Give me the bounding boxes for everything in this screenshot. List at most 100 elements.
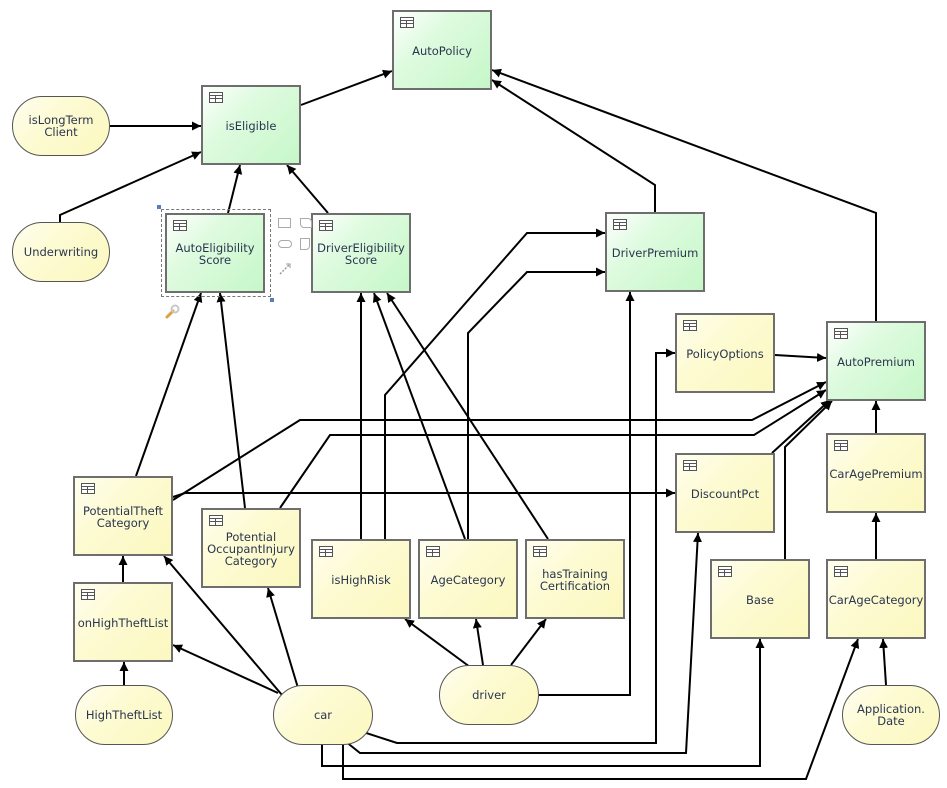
decision-node-driverpremium[interactable]: DriverPremium [605,212,705,292]
decision-node-ishighrisk[interactable]: isHighRisk [311,539,411,619]
node-label: Potential OccupantInjury Category [207,530,295,568]
decision-table-icon [533,546,547,557]
edge-car-to-base[interactable] [321,639,765,767]
edge-potentialtheftcategory-to-autopremium[interactable] [172,381,827,501]
edge-driverpremium-to-autopolicy[interactable] [491,79,656,212]
decision-node-potentialoccupantinjurycategory[interactable]: Potential OccupantInjury Category [201,508,301,588]
decision-node-potentialtheftcategory[interactable]: PotentialTheft Category [73,476,173,556]
connect-tool-icon[interactable] [278,262,292,276]
edge-agecategory-to-driverpremium[interactable] [467,267,605,539]
resize-handle-top-left[interactable] [157,205,161,209]
node-label: Underwriting [23,245,99,259]
decision-table-icon [173,220,187,231]
edge-iseligible-to-autopolicy[interactable] [300,69,393,106]
wrench-icon[interactable] [164,304,180,320]
add-decision-tool-icon[interactable] [278,218,291,228]
node-label: isHighRisk [331,573,391,587]
edge-potentialtheftcategory-to-autoeligibilityscore[interactable] [135,292,203,477]
decision-node-caragecategory[interactable]: CarAgeCategory [826,559,926,639]
edge-driver-to-hastrainingcertification[interactable] [510,618,547,666]
edge-driver-to-ishighrisk[interactable] [404,618,471,668]
node-label: CarAgePremium [829,467,923,481]
node-label: DiscountPct [690,487,760,501]
decision-table-icon [683,320,697,331]
edge-driver-to-agecategory[interactable] [472,618,484,666]
node-label: car [313,708,333,722]
node-label: AutoPolicy [412,44,472,58]
decision-node-discountpct[interactable]: DiscountPct [675,453,775,533]
input-node-car[interactable]: car [273,685,373,745]
decision-table-icon [209,515,223,526]
decision-node-agecategory[interactable]: AgeCategory [418,539,518,619]
decision-table-icon [718,566,732,577]
input-node-applicationdate[interactable]: Application. Date [842,685,940,745]
input-node-underwriting[interactable]: Underwriting [12,222,110,282]
add-knowledge-tool-icon[interactable] [300,218,312,228]
node-label: CarAgeCategory [828,593,924,607]
input-node-islongtermclient[interactable]: isLongTerm Client [12,96,110,156]
edge-car-to-caragecategory[interactable] [342,638,860,780]
decision-table-icon [834,566,848,577]
edge-underwriting-to-iseligible[interactable] [59,151,202,222]
decision-node-autopremium[interactable]: AutoPremium [826,321,926,401]
edge-driver-to-driverpremium[interactable] [539,292,635,696]
node-label: PotentialTheft Category [82,504,164,530]
edge-discountpct-to-autopremium[interactable] [771,399,831,454]
edge-car-to-onhightheftlist[interactable] [172,644,279,694]
resize-handle-bottom-right[interactable] [270,298,274,302]
edge-car-to-potentialoccupantinjurycategory[interactable] [266,587,299,689]
decision-table-icon [683,460,697,471]
edge-potentialoccupantinjurycategory-to-autoeligibilityscore[interactable] [216,292,246,509]
node-label: isLongTerm Client [28,113,94,139]
node-label: HighTheftList [85,708,163,722]
decision-node-base[interactable]: Base [710,559,810,639]
decision-node-drivereligibilityscore[interactable]: DriverEligibility Score [311,213,411,293]
node-label: hasTraining Certification [539,567,611,593]
decision-table-icon [834,440,848,451]
decision-node-onhightheftlist[interactable]: onHighTheftList [73,582,173,662]
edge-car-to-policyoptions[interactable] [359,348,675,744]
edge-base-to-autopremium[interactable] [784,400,833,559]
decision-node-caragepremium[interactable]: CarAgePremium [826,433,926,513]
edge-autoeligibilityscore-to-iseligible[interactable] [227,164,243,214]
node-label: DriverPremium [611,246,699,260]
decision-node-policyoptions[interactable]: PolicyOptions [675,313,775,393]
node-label: PolicyOptions [686,347,764,361]
input-node-driver[interactable]: driver [439,665,539,725]
decision-node-autoeligibilityscore[interactable]: AutoEligibility Score [165,213,265,293]
edge-applicationdate-to-caragecategory[interactable] [879,638,889,686]
node-label: driver [472,688,506,702]
add-annotation-tool-icon[interactable] [300,238,310,250]
selection-box [161,209,271,297]
input-node-hightheftlist[interactable]: HighTheftList [75,685,173,745]
add-input-data-tool-icon[interactable] [278,240,292,248]
node-label: AutoEligibility Score [175,241,255,267]
node-label: DriverEligibility Score [317,241,405,267]
node-label: Base [745,593,774,607]
node-label: AgeCategory [430,573,506,587]
edge-car-to-discountpct[interactable] [344,532,703,754]
decision-node-iseligible[interactable]: isEligible [201,85,301,165]
edge-policyoptions-to-autopremium[interactable] [774,352,827,362]
decision-node-autopolicy[interactable]: AutoPolicy [392,10,492,90]
decision-table-icon [426,546,440,557]
edge-potentialtheftcategory-to-discountpct[interactable] [172,488,675,498]
edge-potentialoccupantinjurycategory-to-autopremium[interactable] [279,389,827,509]
node-label: AutoPremium [837,355,915,369]
edge-ishighrisk-to-driverpremium[interactable] [384,228,605,539]
decision-table-icon [834,328,848,339]
decision-table-icon [81,483,95,494]
node-label: onHighTheftList [77,616,169,630]
edge-autopremium-to-autopolicy[interactable] [491,68,877,321]
edge-agecategory-to-drivereligibilityscore[interactable] [372,292,466,540]
decision-table-icon [319,220,333,231]
decision-table-icon [613,219,627,230]
edge-car-to-potentialtheftcategory[interactable] [163,555,283,696]
edge-drivereligibilityscore-to-iseligible[interactable] [286,164,329,214]
decision-table-icon [319,546,333,557]
node-label: Application. Date [857,702,925,728]
node-label: isEligible [225,119,277,133]
decision-table-icon [209,92,223,103]
decision-node-hastrainingcertification[interactable]: hasTraining Certification [525,539,625,619]
